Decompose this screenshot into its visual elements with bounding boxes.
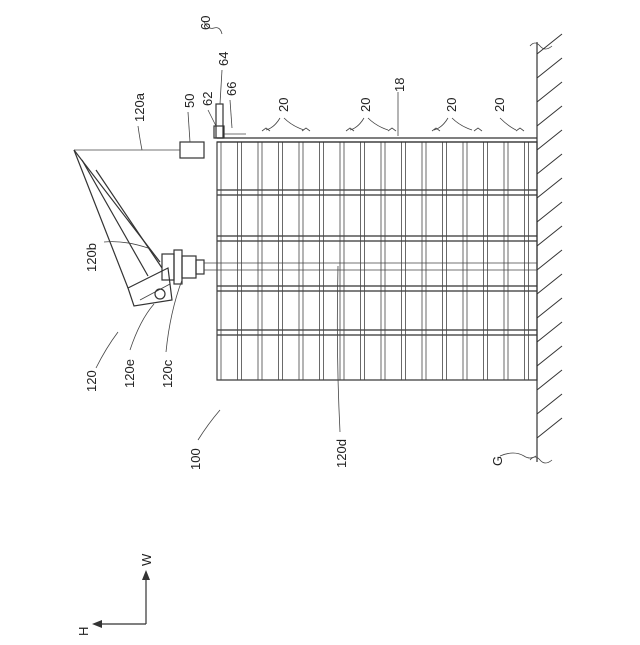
direction-indicator (92, 570, 150, 628)
label-60: 60 (198, 16, 213, 30)
label-120a: 120a (132, 92, 147, 122)
label-62: 62 (200, 92, 215, 106)
label-20-3: 20 (444, 98, 459, 112)
storage-rack (217, 138, 537, 380)
label-64: 64 (216, 52, 231, 66)
ground-hatching (537, 34, 562, 438)
unit-50-box (180, 142, 204, 158)
label-w: W (139, 553, 154, 566)
label-120: 120 (84, 370, 99, 392)
ground-g (530, 34, 562, 463)
label-20-4: 20 (492, 98, 507, 112)
label-20-2: 20 (358, 98, 373, 112)
rack-columns (217, 142, 529, 380)
crane-120 (74, 150, 537, 306)
label-66: 66 (224, 82, 239, 96)
label-18: 18 (392, 78, 407, 92)
label-g: G (490, 456, 505, 466)
vehicle-marks (262, 128, 524, 131)
label-120d: 120d (334, 439, 349, 468)
label-120e: 120e (122, 359, 137, 388)
label-h: H (76, 627, 91, 636)
rack-rows (217, 190, 537, 335)
device-60 (214, 104, 246, 138)
leader-lines (96, 22, 536, 458)
label-120b: 120b (84, 243, 99, 272)
label-100: 100 (188, 448, 203, 470)
label-50: 50 (182, 94, 197, 108)
label-20-1: 20 (276, 98, 291, 112)
label-120c: 120c (160, 359, 175, 388)
